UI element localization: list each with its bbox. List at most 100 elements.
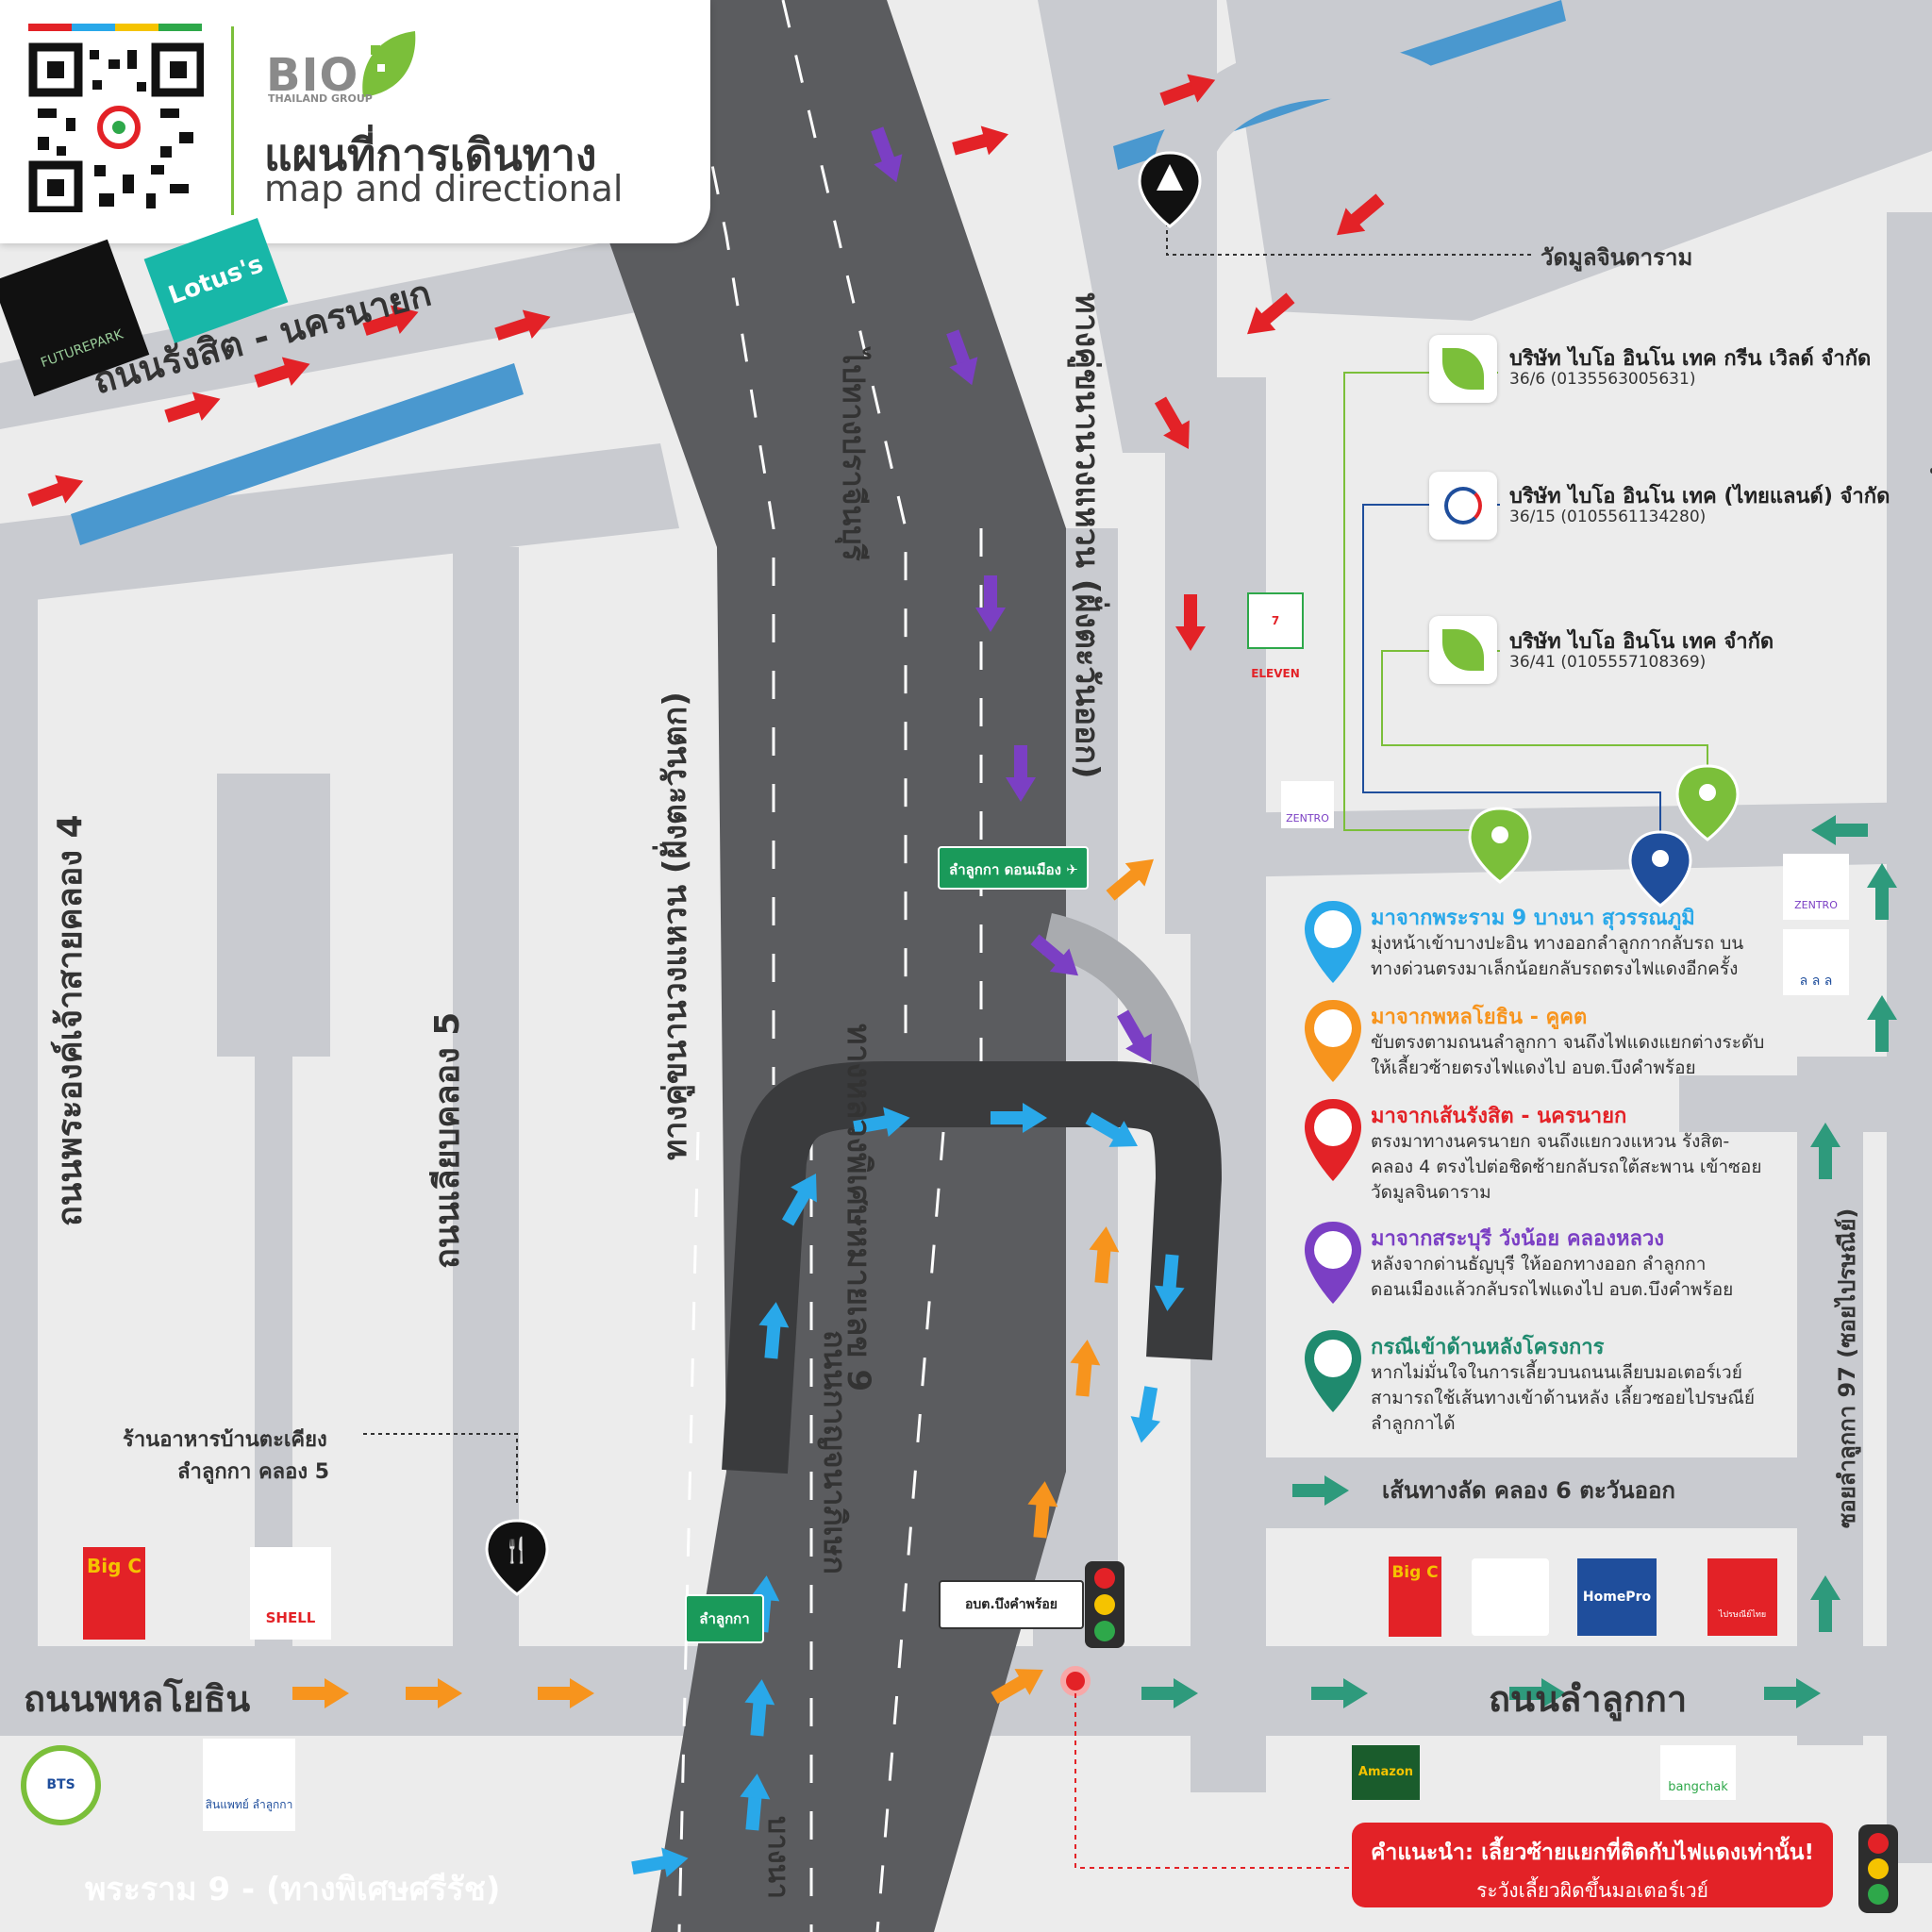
- sign-lamlukka-donmueang: ลำลูกกา ดอนเมือง ✈: [938, 846, 1089, 890]
- route-arrow-green: [1311, 1678, 1368, 1708]
- sign-abt: อบต.บึงคำพร้อย: [939, 1580, 1084, 1629]
- legend-pin-icon: [1305, 1099, 1361, 1181]
- route-arrow-purple: [871, 126, 903, 183]
- shell-logo: SHELL: [250, 1547, 331, 1640]
- legend-title: มาจากพระราม 9 บางนา สุวรรณภูมิ: [1371, 907, 1695, 930]
- route-arrow-red: [1337, 193, 1385, 236]
- road-label-shortcut: เส้นทางลัด คลอง 6 ตะวันออก: [1382, 1477, 1675, 1504]
- route-arrow-purple: [1030, 934, 1078, 976]
- ptt-logo: [1472, 1558, 1549, 1636]
- legend-title: มาจากเส้นรังสิต - นครนายก: [1371, 1105, 1627, 1128]
- legend-pin-icon: [1305, 1330, 1361, 1412]
- homepro-logo: HomePro: [1577, 1558, 1657, 1636]
- warning-box: คำแนะนำ: เลี้ยวซ้ายแยกที่ติดกับไฟแดงเท่า…: [1352, 1823, 1833, 1907]
- legend-description: มุ่งหน้าเข้าบางปะอิน ทางออกลำลูกกากลับรถ…: [1371, 933, 1744, 979]
- route-arrow-purple: [975, 575, 1006, 632]
- canal-left: [71, 363, 524, 545]
- road-label-rama9: พระราม 9 - (ทางพิเศษศรีรัช): [85, 1871, 501, 1908]
- bts-logo: BTS: [21, 1745, 101, 1825]
- route-arrow-green: [1811, 815, 1868, 845]
- legend-title: มาจากสระบุรี วังน้อย คลองหลวง: [1371, 1227, 1665, 1251]
- temple-pin-icon: [1138, 151, 1202, 228]
- route-arrow-red: [254, 357, 310, 388]
- route-arrow-green: [1141, 1678, 1198, 1708]
- route-arrow-blue: [781, 1174, 817, 1226]
- company-2-pin-icon: [1628, 830, 1692, 908]
- route-arrow-green: [1867, 863, 1897, 920]
- route-arrow-orange: [1089, 1226, 1120, 1284]
- route-arrow-blue: [631, 1847, 689, 1878]
- uturn-bridge: [722, 1061, 1222, 1474]
- location-pins: 🍴: [485, 151, 1740, 1596]
- company-2-name: บริษัท ไบโอ อินโน เทค (ไทยแลนด์) จำกัด: [1509, 485, 1890, 508]
- legend-title: มาจากพหลโยธิน - คูคต: [1371, 1006, 1588, 1029]
- company-3-pin-icon: [1675, 764, 1740, 841]
- route-arrow-orange: [1027, 1481, 1058, 1539]
- bigc-logo-right: Big C: [1389, 1557, 1441, 1637]
- route-arrow-blue: [1130, 1386, 1161, 1443]
- route-arrow-blue: [1154, 1254, 1185, 1311]
- amazon-logo: Amazon: [1352, 1745, 1420, 1800]
- qr-code-icon: [28, 24, 204, 212]
- route-arrow-red: [1247, 292, 1295, 335]
- route-arrows: [27, 74, 1897, 1878]
- brand-name: BIO: [266, 49, 359, 102]
- restaurant-label-2: ลำลูกกา คลอง 5: [177, 1460, 330, 1484]
- page-title-th: แผนที่การเดินทาง: [264, 129, 597, 180]
- route-arrow-red: [494, 309, 551, 341]
- bangchak-logo: bangchak: [1660, 1745, 1736, 1800]
- road-label-khlong4: ถนนพระองค์เจ้าสายคลอง 4: [51, 814, 90, 1226]
- sign-lamlukka: ลำลูกกา: [685, 1594, 764, 1643]
- header-card: BIO THAILAND GROUP แผนที่การเดินทาง map …: [0, 0, 710, 243]
- sign-text: ลำลูกกา ดอนเมือง: [949, 861, 1061, 878]
- motorway-road: [604, 0, 1066, 1932]
- route-arrow-orange: [991, 1669, 1043, 1705]
- bio-logo-leaf-icon: [362, 31, 416, 97]
- route-arrow-orange: [292, 1678, 349, 1708]
- route-arrow-red: [362, 305, 419, 336]
- route-arrow-red: [952, 125, 1008, 156]
- legend-description: หากไม่มั่นใจในการเลี้ยวบนถนนเลียบมอเตอร์…: [1371, 1362, 1756, 1434]
- route-arrow-blue: [740, 1774, 771, 1831]
- light-location-dot: [1060, 1666, 1091, 1696]
- zentro-logo-top: ZENTRO: [1281, 781, 1334, 828]
- road-label-bangna: บางนา: [761, 1816, 794, 1899]
- road-label-lamlukka: ถนนลำลูกกา: [1489, 1678, 1688, 1720]
- route-arrow-red: [1154, 396, 1190, 449]
- legend-pin-icon: [1305, 1000, 1361, 1082]
- svg-text:🍴: 🍴: [502, 1536, 532, 1565]
- route-arrow-blue: [853, 1107, 910, 1138]
- legend-pin-icon: [1305, 1222, 1361, 1304]
- warning-line-2: ระวังเลี้ยวผิดขึ้นมอเตอร์เวย์: [1476, 1879, 1708, 1902]
- road-label-kanchana: ถนนกาญจนาภิเษก: [817, 1330, 853, 1574]
- company-1-name: บริษัท ไบโอ อินโน เทค กรีน เวิลด์ จำกัด: [1509, 347, 1872, 371]
- route-arrow-orange: [1106, 858, 1154, 901]
- route-arrow-green: [1810, 1123, 1840, 1179]
- company-1-pin-icon: [1468, 807, 1532, 884]
- road-label-phahonyothin: ถนนพหลโยธิน: [24, 1678, 251, 1720]
- company-2-logo: [1429, 472, 1497, 540]
- page-title-en: map and directional: [264, 168, 624, 209]
- route-arrow-blue: [1085, 1111, 1138, 1147]
- legend-pin-icon: [1305, 901, 1361, 983]
- restaurant-label-1: ร้านอาหารบ้านตะเคียง: [123, 1428, 327, 1452]
- company-3-name: บริษัท ไบโอ อินโน เทค จำกัด: [1509, 630, 1774, 654]
- legend-description: ขับตรงตามถนนลำลูกกา จนถึงไฟแดงแยกต่างระด…: [1371, 1032, 1765, 1078]
- road-label-soi97-bottom: ซอยลำลูกกา 97 (ซอยไปรษณีย์): [1834, 1208, 1860, 1528]
- route-arrow-red: [164, 391, 221, 423]
- road-label-soi97-top: ซอยลำลูกกา 97: [1928, 361, 1932, 524]
- route-arrow-purple: [1116, 1009, 1152, 1062]
- route-arrow-blue: [744, 1679, 775, 1737]
- route-arrow-red: [1159, 74, 1216, 106]
- route-arrow-orange: [406, 1678, 462, 1708]
- company-1-logo: [1429, 335, 1497, 403]
- zentro-logo-right: ZENTRO: [1783, 854, 1849, 920]
- warning-traffic-light-icon: [1858, 1824, 1898, 1913]
- company-1-id: 36/6 (0135563005631): [1509, 370, 1696, 389]
- offramp: [1041, 913, 1201, 1098]
- route-arrow-blue: [991, 1103, 1047, 1133]
- restaurant-pin-icon: 🍴: [485, 1519, 549, 1596]
- road-label-khlong5: ถนนเลียบคลอง 5: [428, 1011, 467, 1269]
- route-arrow-green: [1810, 1575, 1840, 1632]
- bigc-logo-left: Big C: [83, 1547, 145, 1640]
